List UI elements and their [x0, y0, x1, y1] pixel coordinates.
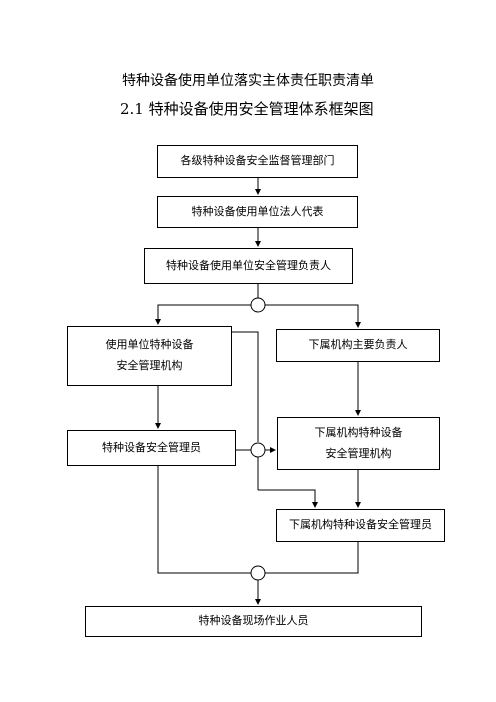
page-title: 特种设备使用单位落实主体责任职责清单 [122, 73, 374, 89]
node-sub-head: 下属机构主要负责人 [276, 329, 440, 362]
arrow-junction-to-mgmt-org [155, 304, 251, 325]
node-mgmt-org: 使用单位特种设备 安全管理机构 [67, 326, 232, 386]
node-supervision-dept: 各级特种设备安全监督管理部门 [157, 145, 358, 178]
line-safety-officer-to-bottom-junction [157, 466, 251, 574]
node-legal-rep: 特种设备使用单位法人代表 [157, 196, 358, 228]
node-sub-mgmt-org: 下属机构特种设备 安全管理机构 [277, 417, 440, 470]
junction-circle-top [250, 297, 266, 313]
line-mgmt-org-to-middle [232, 331, 259, 442]
arrow-middle-to-sub-safety-officer [258, 489, 318, 508]
node-safety-head: 特种设备使用单位安全管理负责人 [144, 248, 353, 284]
node-field-staff: 特种设备现场作业人员 [85, 606, 422, 637]
diagram-subtitle: 2.1 特种设备使用安全管理体系框架图 [120, 100, 374, 118]
arrow-junction-to-sub-head [265, 304, 361, 328]
node-safety-officer: 特种设备安全管理员 [67, 430, 236, 466]
junction-circle-middle [250, 442, 266, 458]
node-sub-safety-officer: 下属机构特种设备安全管理员 [276, 509, 445, 542]
junction-circle-bottom [250, 565, 266, 581]
line-sub-safety-officer-to-bottom-junction [265, 542, 359, 574]
